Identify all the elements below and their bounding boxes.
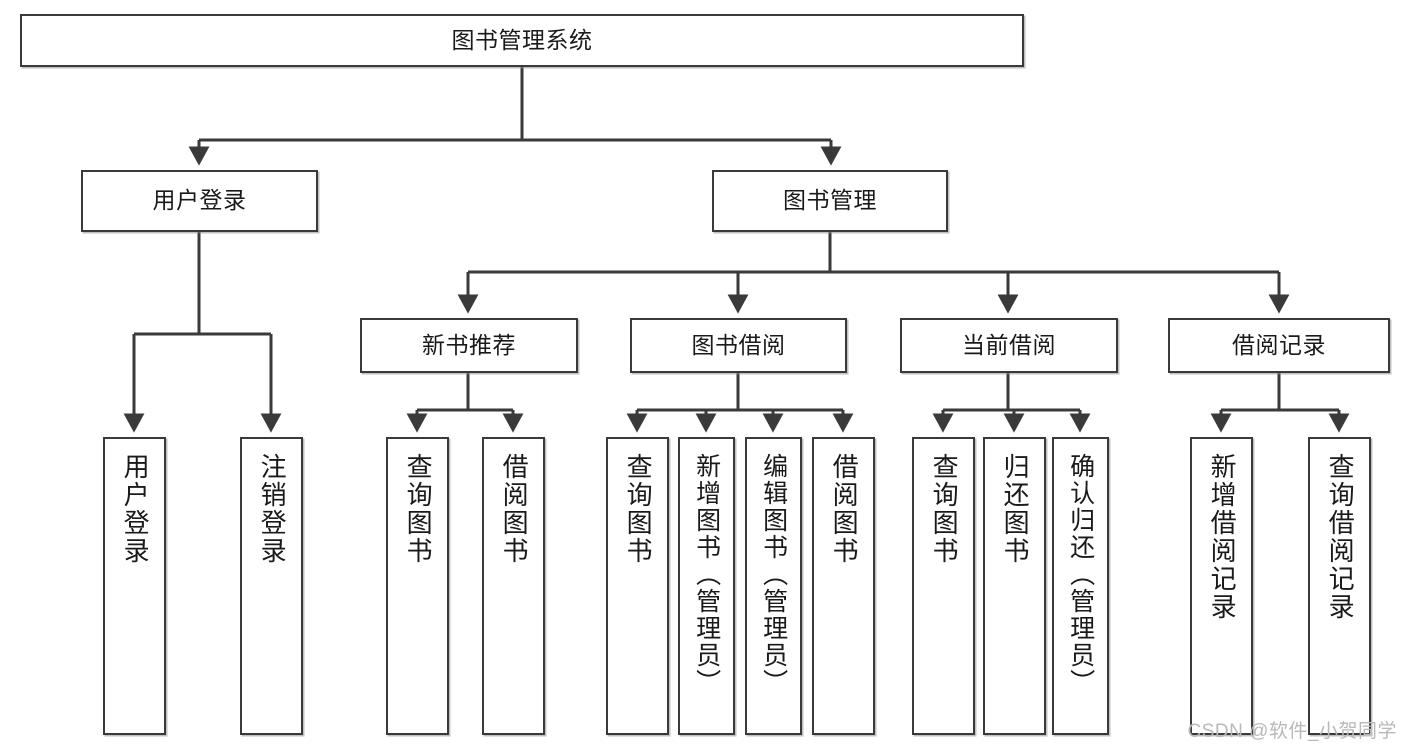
node-leaf-user-login[interactable]: 用户登录 [103, 437, 166, 735]
node-leaf-query-book-3-label: 查询图书 [929, 453, 960, 565]
node-leaf-query-book-2[interactable]: 查询图书 [606, 437, 669, 735]
node-leaf-borrow-book-1-label: 借阅图书 [499, 453, 530, 565]
node-leaf-add-book-admin[interactable]: 新增图书（管理员） [678, 437, 735, 735]
node-leaf-add-book-admin-label: 新增图书（管理员） [692, 453, 721, 696]
node-leaf-confirm-return-admin[interactable]: 确认归还（管理员） [1052, 437, 1109, 735]
node-current-borrow[interactable]: 当前借阅 [900, 318, 1118, 373]
node-leaf-borrow-book-1[interactable]: 借阅图书 [482, 437, 545, 735]
node-leaf-logout[interactable]: 注销登录 [240, 437, 303, 735]
node-leaf-edit-book-admin-label: 编辑图书（管理员） [759, 453, 788, 696]
node-book-manage-label: 图书管理 [783, 187, 877, 214]
node-leaf-user-login-label: 用户登录 [120, 453, 151, 565]
node-leaf-borrow-book-2[interactable]: 借阅图书 [812, 437, 875, 735]
node-root[interactable]: 图书管理系统 [20, 14, 1024, 67]
node-leaf-add-record[interactable]: 新增借阅记录 [1190, 437, 1253, 735]
node-leaf-query-book-1[interactable]: 查询图书 [386, 437, 449, 735]
node-user-login[interactable]: 用户登录 [81, 170, 318, 232]
node-leaf-return-book-label: 归还图书 [1000, 453, 1031, 565]
node-leaf-add-record-label: 新增借阅记录 [1207, 453, 1238, 621]
node-root-label: 图书管理系统 [451, 26, 593, 53]
node-leaf-query-book-1-label: 查询图书 [403, 453, 434, 565]
node-new-book-rec[interactable]: 新书推荐 [360, 318, 578, 373]
node-leaf-query-record[interactable]: 查询借阅记录 [1308, 437, 1371, 735]
node-leaf-borrow-book-2-label: 借阅图书 [829, 453, 860, 565]
node-leaf-confirm-return-admin-label: 确认归还（管理员） [1066, 453, 1095, 696]
node-leaf-return-book[interactable]: 归还图书 [983, 437, 1046, 735]
node-user-login-label: 用户登录 [152, 187, 247, 214]
node-current-borrow-label: 当前借阅 [962, 331, 1056, 358]
node-borrow-record[interactable]: 借阅记录 [1168, 318, 1390, 373]
node-new-book-rec-label: 新书推荐 [422, 331, 516, 358]
node-leaf-query-book-2-label: 查询图书 [623, 453, 654, 565]
node-leaf-logout-label: 注销登录 [257, 453, 288, 565]
node-borrow-record-label: 借阅记录 [1232, 331, 1326, 358]
node-leaf-edit-book-admin[interactable]: 编辑图书（管理员） [745, 437, 802, 735]
node-book-borrow-label: 图书借阅 [691, 331, 786, 358]
node-book-manage[interactable]: 图书管理 [712, 170, 948, 232]
node-book-borrow[interactable]: 图书借阅 [630, 318, 847, 373]
node-leaf-query-book-3[interactable]: 查询图书 [912, 437, 975, 735]
node-leaf-query-record-label: 查询借阅记录 [1325, 453, 1356, 621]
csdn-watermark: CSDN @软件_小贺同学 [1187, 721, 1397, 742]
